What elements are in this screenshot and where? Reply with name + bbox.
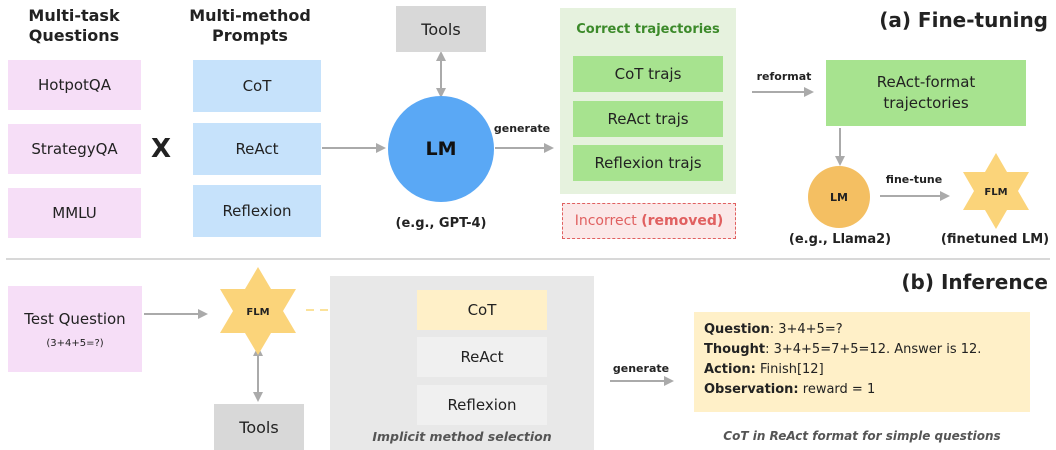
inference-tools-box: Tools (214, 404, 304, 450)
method-reflexion: Reflexion (193, 185, 321, 237)
react-format-line2: trajectories (883, 94, 969, 112)
methods-header-line2: Prompts (212, 26, 288, 45)
question-mmlu: MMLU (8, 188, 141, 238)
correct-trajectories-header: Correct trajectories (576, 22, 720, 37)
trajectory-cot: CoT trajs (573, 56, 723, 92)
method-cot: CoT (193, 60, 321, 112)
tools-box: Tools (396, 6, 486, 52)
output-observation-value: reward = 1 (798, 382, 876, 397)
flm-top-label: FLM (984, 186, 1008, 198)
output-question-line: Question: 3+4+5=? (704, 320, 1020, 340)
selection-caption: Implicit method selection (372, 429, 552, 444)
methods-header-line1: Multi-method (189, 6, 311, 25)
test-question-example: (3+4+5=?) (46, 337, 104, 349)
output-caption: CoT in ReAct format for simple questions (723, 429, 1001, 443)
inference-method-reflexion: Reflexion (417, 385, 547, 425)
output-action-value: Finish[12] (755, 362, 824, 377)
output-observation-line: Observation: reward = 1 (704, 380, 1020, 400)
methods-header: Multi-method Prompts (180, 6, 320, 46)
cross-symbol: X (150, 134, 172, 164)
generate-label: generate (493, 122, 551, 135)
output-thought-line: Thought: 3+4+5=7+5=12. Answer is 12. (704, 340, 1020, 360)
inference-title: (b) Inference (901, 270, 1048, 294)
output-thought-value: : 3+4+5=7+5=12. Answer is 12. (765, 342, 982, 357)
question-strategyqa: StrategyQA (8, 124, 141, 174)
questions-header: Multi-task Questions (4, 6, 144, 46)
lm-example-label: (e.g., GPT-4) (395, 216, 487, 231)
inference-generate-label: generate (612, 362, 670, 375)
incorrect-label: Incorrect (574, 213, 642, 229)
inference-method-react: ReAct (417, 337, 547, 377)
finetune-label: fine-tune (885, 173, 943, 186)
incorrect-box: Incorrect (removed) (562, 203, 736, 239)
reformat-label: reformat (756, 70, 812, 83)
removed-label: (removed) (641, 213, 724, 229)
react-format-box: ReAct-format trajectories (826, 60, 1026, 126)
lm2-circle: LM (808, 166, 870, 228)
trajectory-reflexion: Reflexion trajs (573, 145, 723, 181)
output-thought-key: Thought (704, 342, 766, 357)
test-question-box: Test Question (3+4+5=?) (8, 286, 142, 372)
output-question-value: : 3+4+5=? (769, 322, 843, 337)
output-action-key: Action: (704, 362, 756, 377)
lm2-example-label: (e.g., Llama2) (788, 232, 892, 247)
output-observation-key: Observation: (704, 382, 799, 397)
questions-header-line2: Questions (28, 26, 120, 45)
finetuning-title: (a) Fine-tuning (879, 8, 1048, 32)
react-format-line1: ReAct-format (876, 73, 976, 91)
method-react: ReAct (193, 123, 321, 175)
questions-header-line1: Multi-task (28, 6, 120, 25)
output-question-key: Question (704, 322, 770, 337)
flm-bottom-label: FLM (246, 306, 270, 318)
output-box: Question: 3+4+5=? Thought: 3+4+5=7+5=12.… (694, 312, 1030, 412)
flm-caption: (finetuned LM) (940, 232, 1050, 247)
inference-method-cot: CoT (417, 290, 547, 330)
output-action-line: Action: Finish[12] (704, 360, 1020, 380)
lm-circle: LM (388, 96, 494, 202)
question-hotpotqa: HotpotQA (8, 60, 141, 110)
trajectory-react: ReAct trajs (573, 101, 723, 137)
test-question-label: Test Question (24, 309, 126, 328)
